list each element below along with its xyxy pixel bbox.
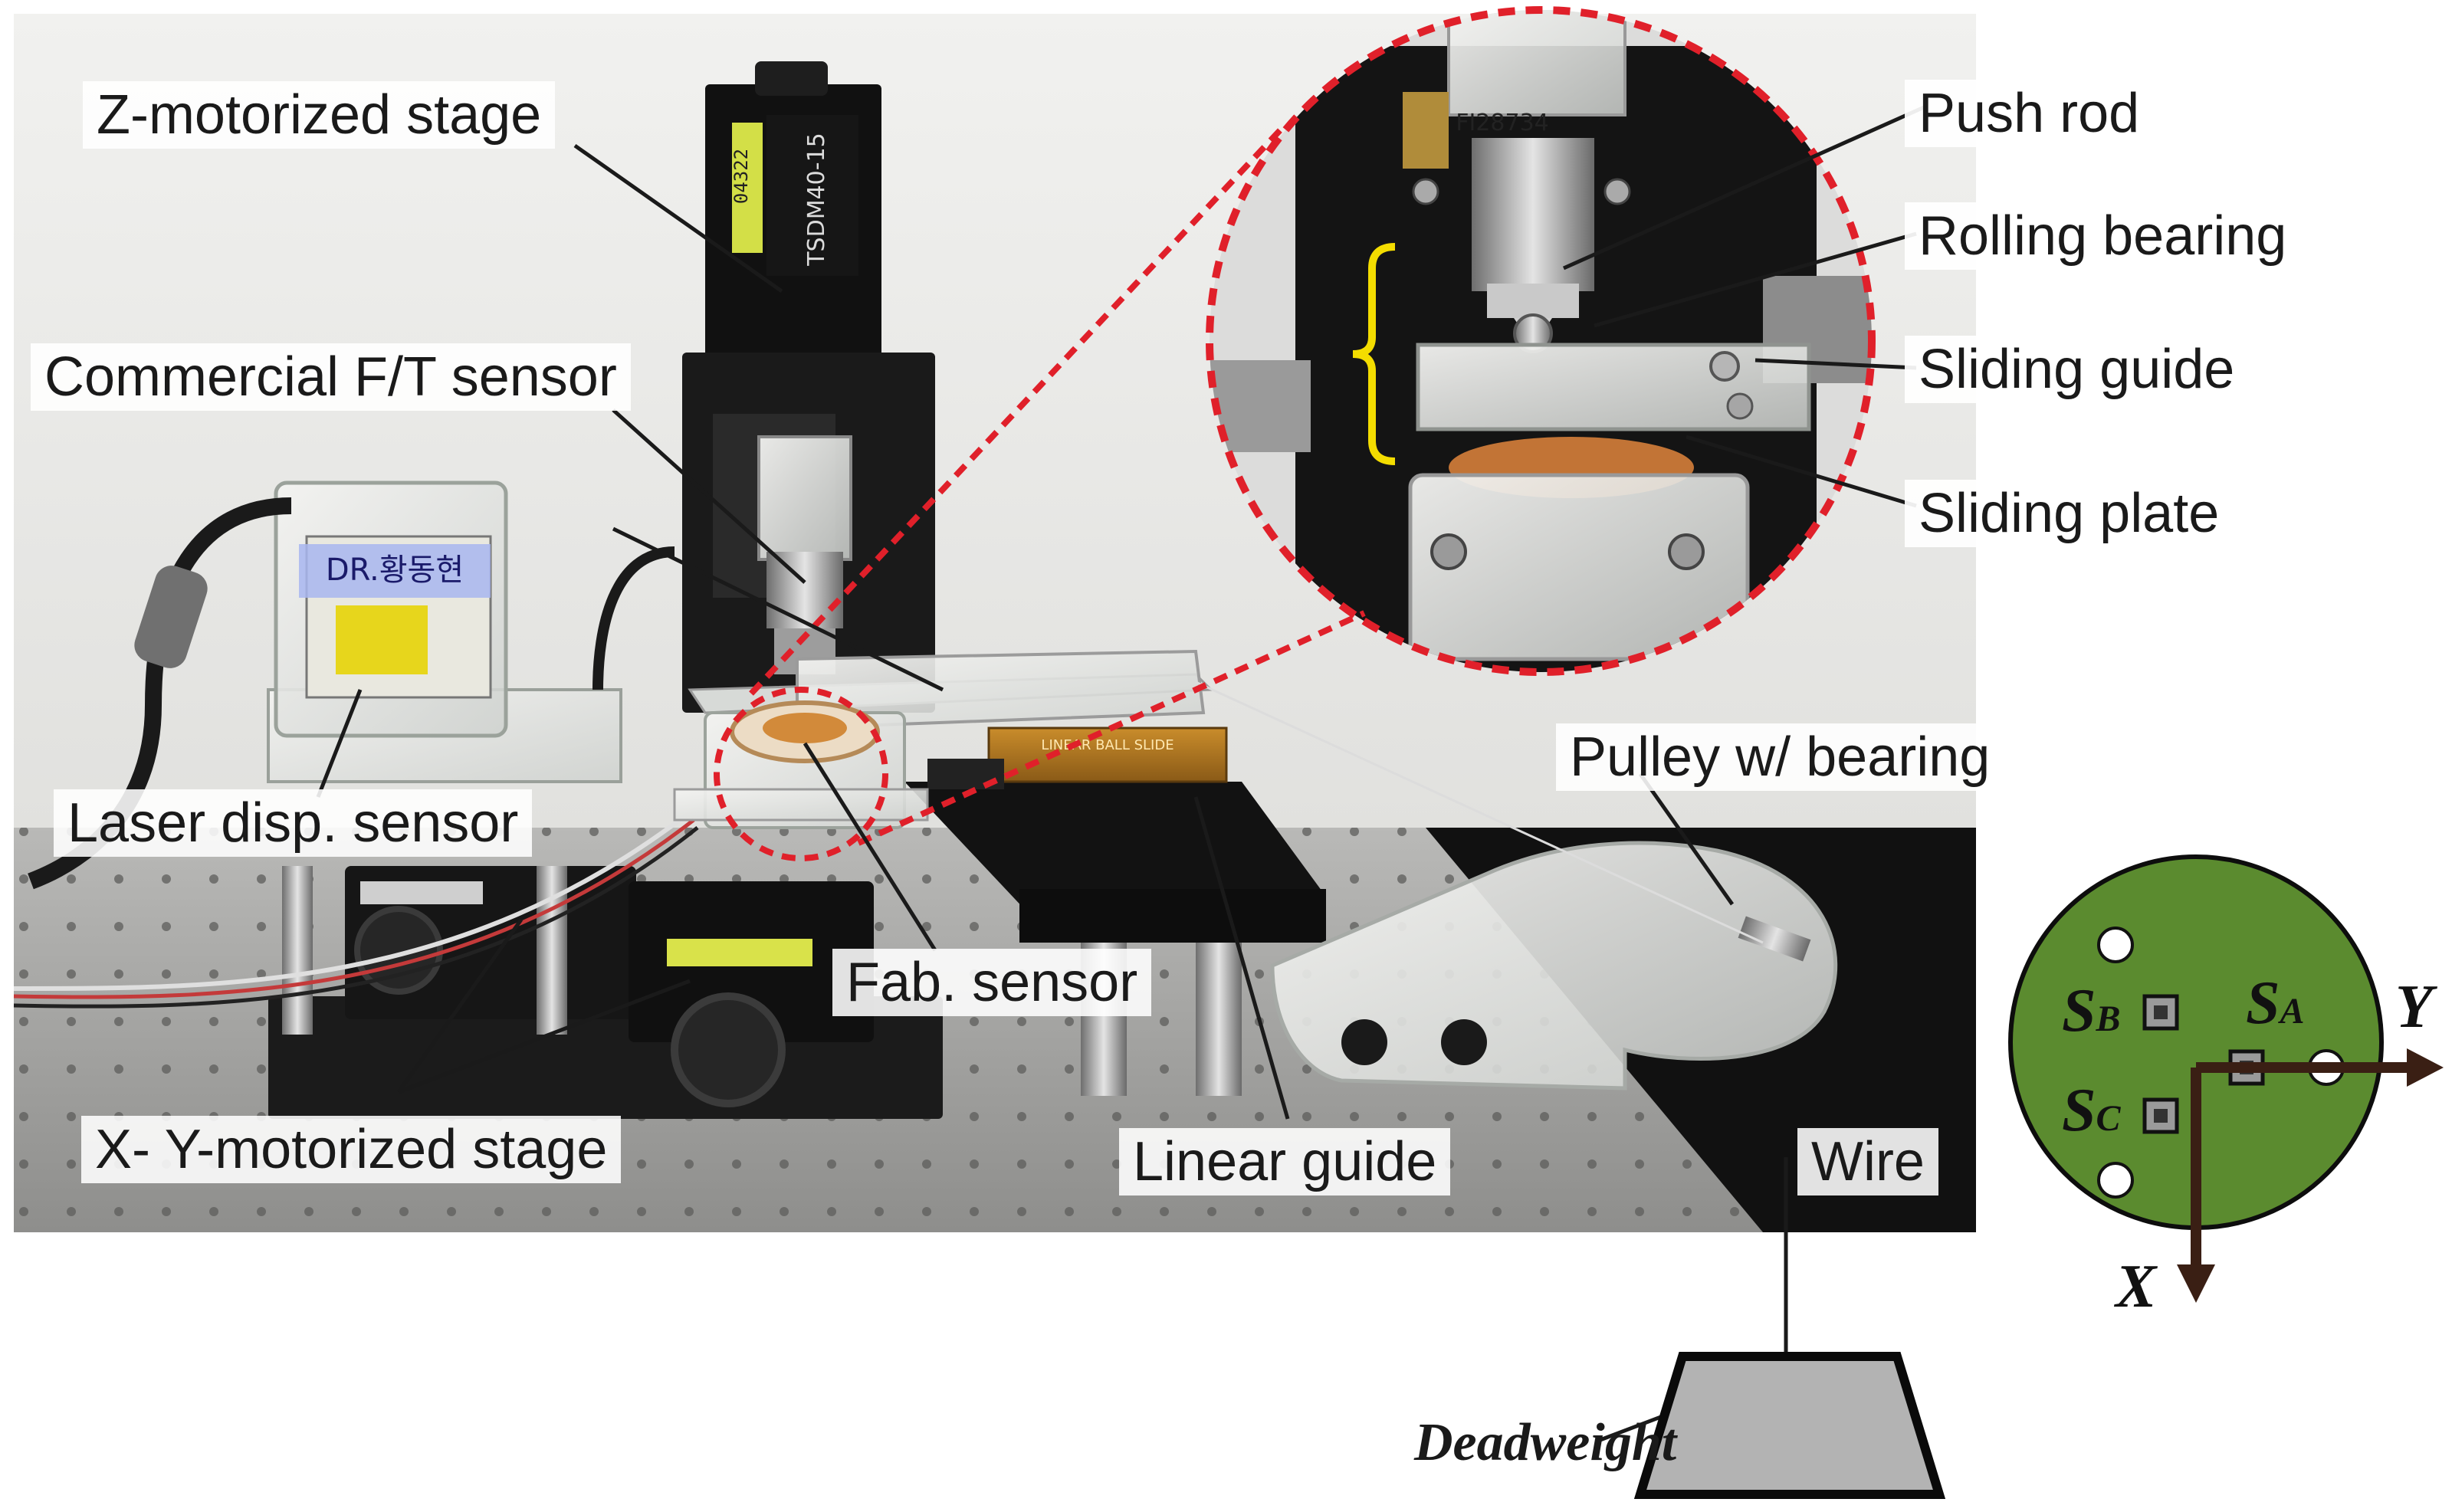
inset-code-text: FI28734 [1456,110,1549,136]
label-ft-sensor: Commercial F/T sensor [31,343,631,411]
label-pulley: Pulley w/ bearing [1556,723,2004,791]
yellow-bracket [1352,243,1396,465]
inset-border [1206,6,1876,676]
y-axis-arrow [2407,1048,2444,1087]
sensor-b-label: SB [2062,977,2121,1045]
rail-text: LINEAR BALL SLIDE [1041,737,1173,753]
leader-lines [316,105,1925,1443]
deadweight-block [1633,1352,1946,1499]
label-sliding-guide: Sliding guide [1905,336,2249,403]
zoom-line-top [749,128,1282,696]
label-fab-sensor: Fab. sensor [832,949,1152,1016]
label-laser-sensor: Laser disp. sensor [54,789,533,857]
sensor-c-label: SC [2062,1077,2122,1144]
zoom-line-bottom [857,610,1366,846]
mount-hole-bottom [2097,1162,2134,1199]
sensor-a-label: SA [2246,969,2305,1037]
label-push-rod: Push rod [1905,80,2154,147]
label-z-stage: Z-motorized stage [83,81,556,149]
photo-tag-text: DR.황동현 [326,553,464,588]
motor-number-text: 04322 [730,149,752,204]
motor-model-text: TSDM40-15 [803,133,830,267]
zoom-inset: FI28734 [1206,6,1876,676]
mount-hole-top [2097,927,2134,963]
axis-x-label: X [2113,1253,2158,1320]
label-wire: Wire [1797,1128,1938,1195]
label-linear-guide: Linear guide [1119,1128,1451,1195]
axis-y-label: Y [2395,973,2437,1041]
sensor-layout-diagram: SB SC SA Y X [2008,854,2444,1320]
zoom-source-circle [714,687,888,861]
deadweight-label: Deadweight [1413,1413,1679,1472]
label-xy-stage: X- Y-motorized stage [81,1116,622,1183]
x-axis-arrow [2177,1264,2215,1303]
label-sliding-plate: Sliding plate [1905,480,2234,547]
label-rolling-bearing: Rolling bearing [1905,202,2301,270]
